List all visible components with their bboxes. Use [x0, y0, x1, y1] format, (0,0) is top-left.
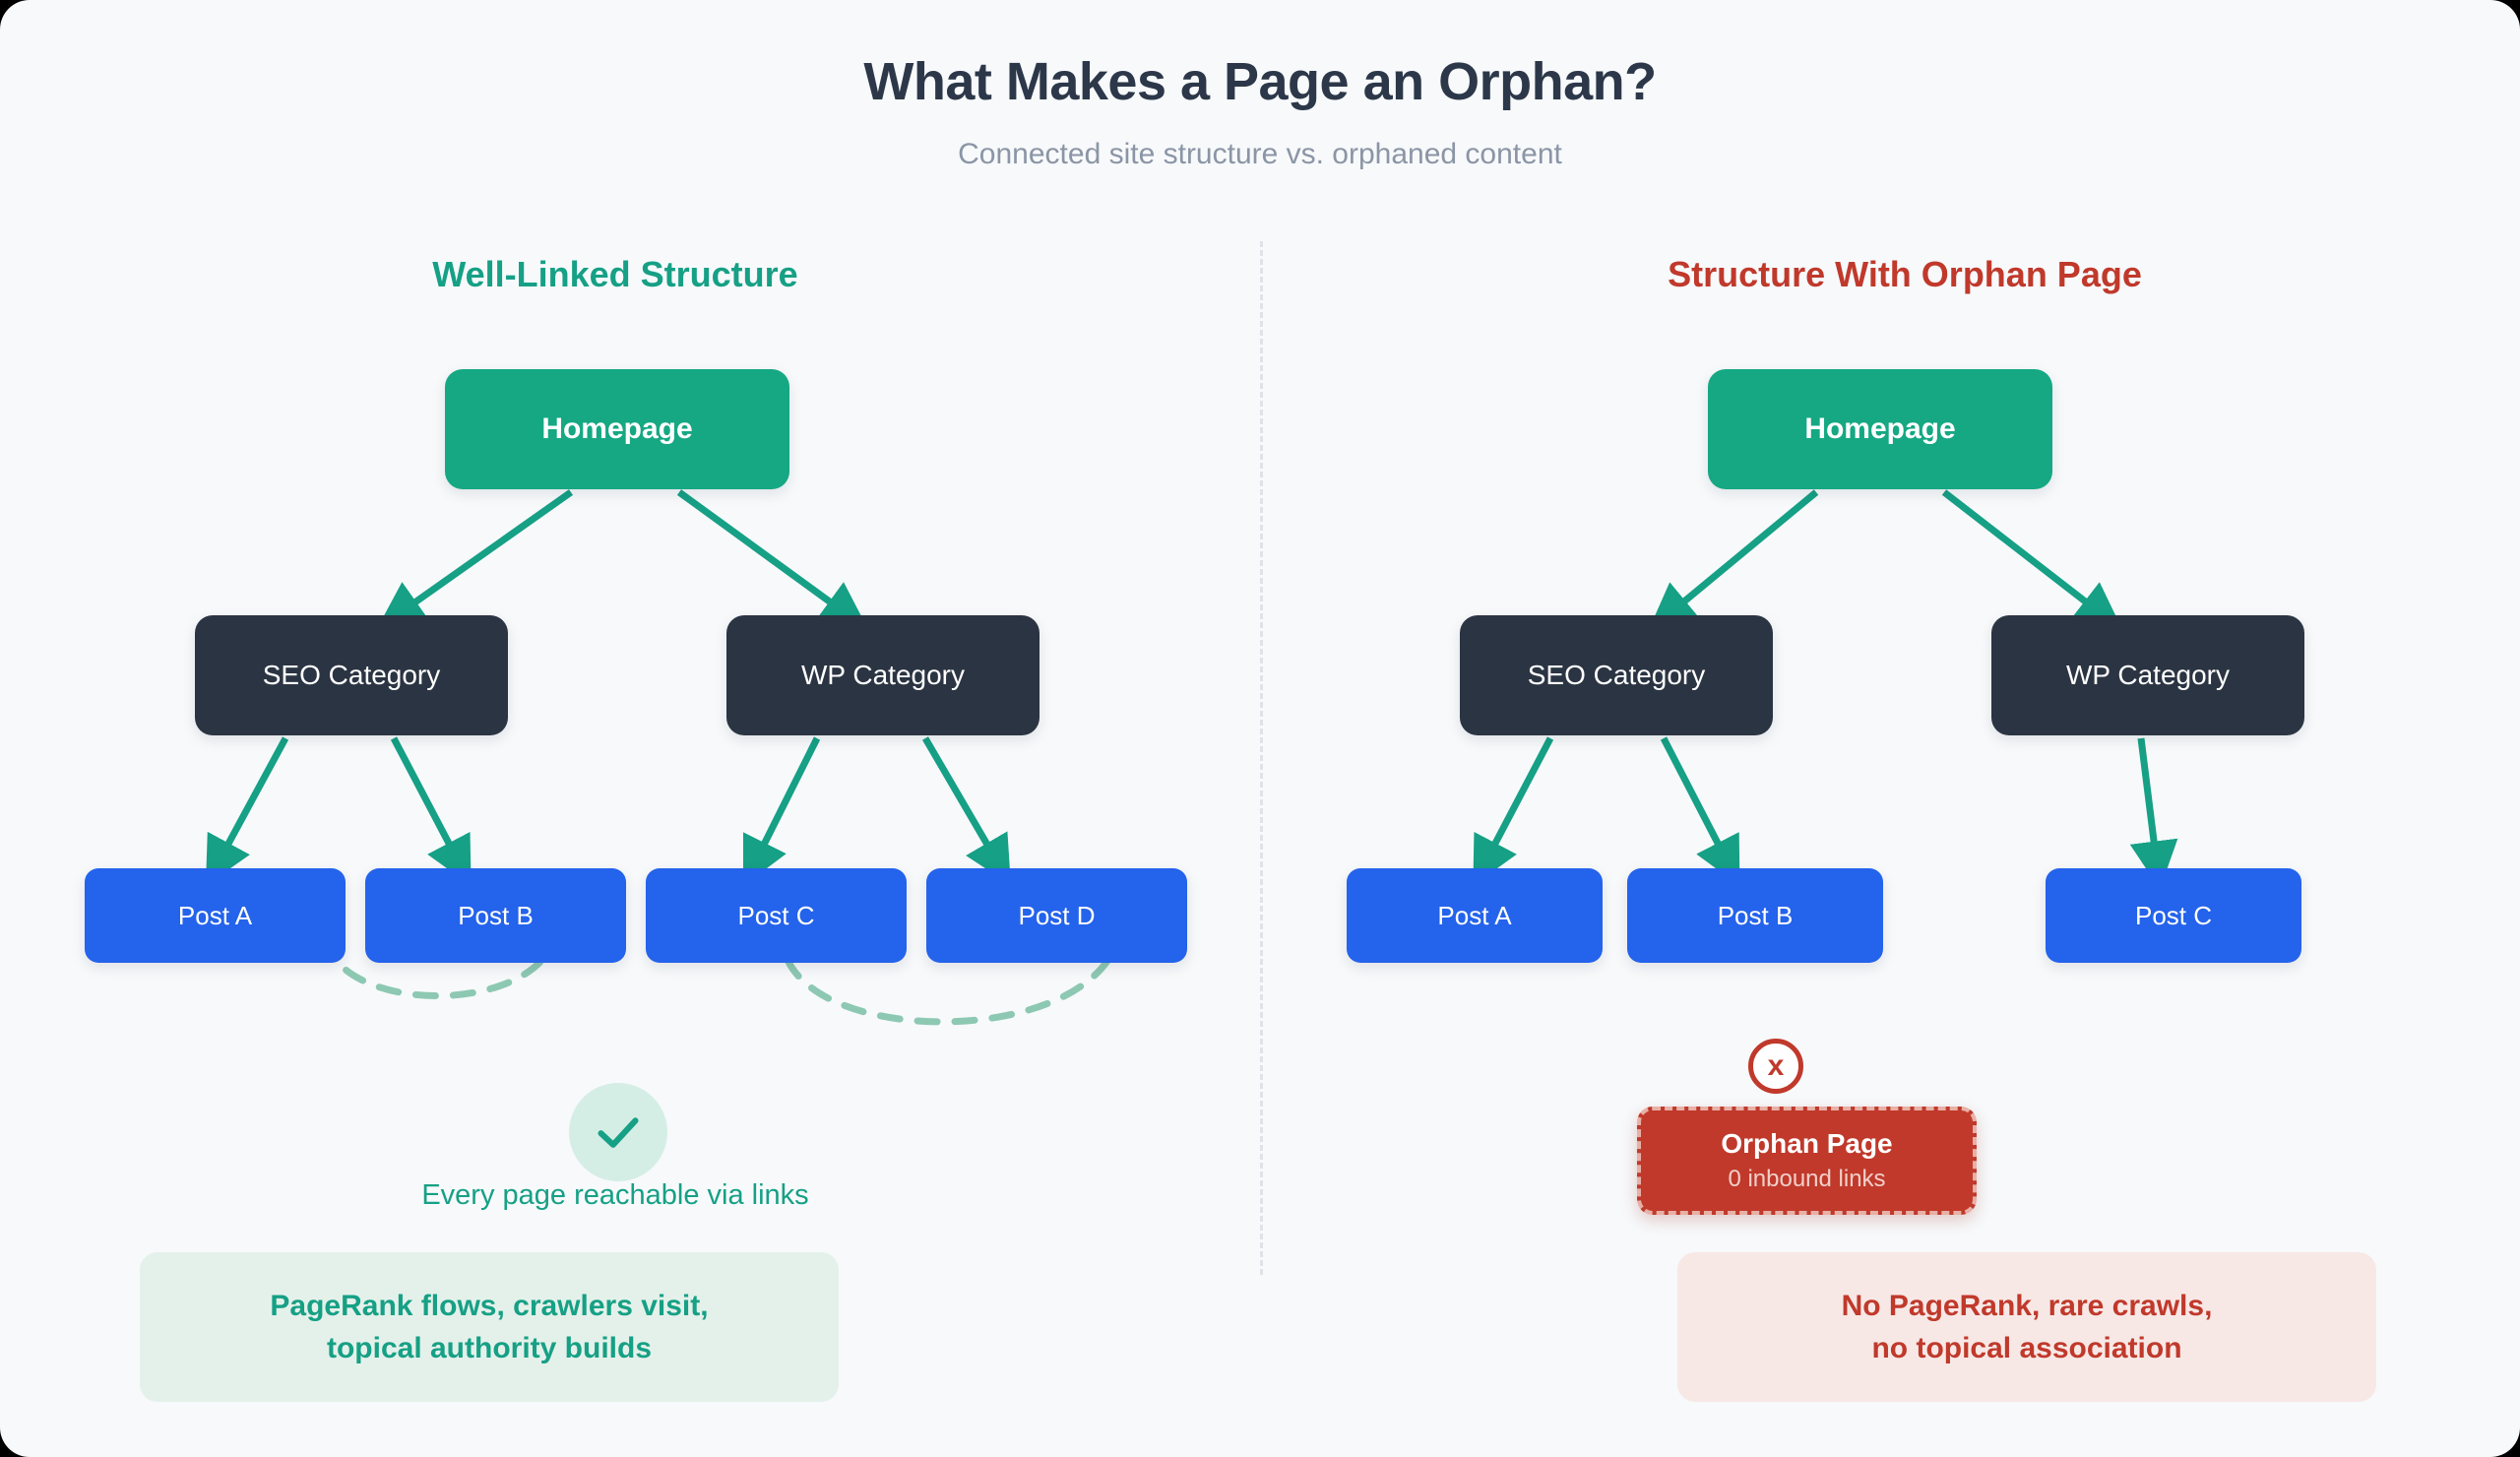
right-node-post-b[interactable]: Post B — [1627, 868, 1883, 963]
x-circle-icon: x — [1748, 1039, 1803, 1094]
left-node-post-c[interactable]: Post C — [646, 868, 907, 963]
orphan-subtitle: 0 inbound links — [1728, 1166, 1886, 1193]
right-node-orphan-page[interactable]: Orphan Page 0 inbound links — [1637, 1107, 1977, 1215]
left-node-homepage[interactable]: Homepage — [445, 369, 789, 489]
orphan-title: Orphan Page — [1721, 1127, 1893, 1159]
page-title: What Makes a Page an Orphan? — [863, 52, 1657, 111]
node-label: Post B — [458, 900, 534, 930]
left-summary-line1: PageRank flows, crawlers visit, — [270, 1289, 709, 1322]
left-node-post-b[interactable]: Post B — [365, 868, 626, 963]
node-label: Post A — [1437, 900, 1512, 930]
node-label: WP Category — [2066, 660, 2230, 690]
left-node-wp-category[interactable]: WP Category — [726, 615, 1040, 735]
right-summary-line1: No PageRank, rare crawls, — [1841, 1289, 2213, 1322]
node-label: Homepage — [1804, 412, 1956, 445]
check-circle-icon — [569, 1083, 667, 1181]
node-label: SEO Category — [262, 660, 441, 690]
right-summary-line2: no topical association — [1871, 1332, 2182, 1364]
x-badge-label: x — [1767, 1049, 1785, 1082]
left-panel-heading: Well-Linked Structure — [432, 254, 798, 294]
node-label: WP Category — [801, 660, 965, 690]
left-node-post-d[interactable]: Post D — [926, 868, 1187, 963]
right-panel-heading: Structure With Orphan Page — [1668, 254, 2142, 294]
right-node-wp-category[interactable]: WP Category — [1991, 615, 2304, 735]
right-node-seo-category[interactable]: SEO Category — [1460, 615, 1773, 735]
right-node-post-c[interactable]: Post C — [2046, 868, 2301, 963]
left-node-seo-category[interactable]: SEO Category — [195, 615, 508, 735]
node-label: Post C — [737, 900, 815, 930]
reachable-caption: Every page reachable via links — [421, 1179, 809, 1211]
right-node-homepage[interactable]: Homepage — [1708, 369, 2052, 489]
page-subtitle: Connected site structure vs. orphaned co… — [958, 138, 1562, 170]
node-label: Homepage — [541, 412, 693, 445]
panel-divider — [1260, 241, 1263, 1275]
left-node-post-a[interactable]: Post A — [85, 868, 346, 963]
right-node-post-a[interactable]: Post A — [1347, 868, 1603, 963]
right-summary-box: No PageRank, rare crawls, no topical ass… — [1677, 1252, 2376, 1402]
left-summary-line2: topical authority builds — [326, 1332, 652, 1364]
node-label: Post A — [177, 900, 253, 930]
node-label: Post D — [1018, 900, 1096, 930]
node-label: SEO Category — [1527, 660, 1706, 690]
left-summary-box: PageRank flows, crawlers visit, topical … — [140, 1252, 839, 1402]
node-label: Post B — [1717, 900, 1794, 930]
node-label: Post C — [2134, 900, 2213, 930]
